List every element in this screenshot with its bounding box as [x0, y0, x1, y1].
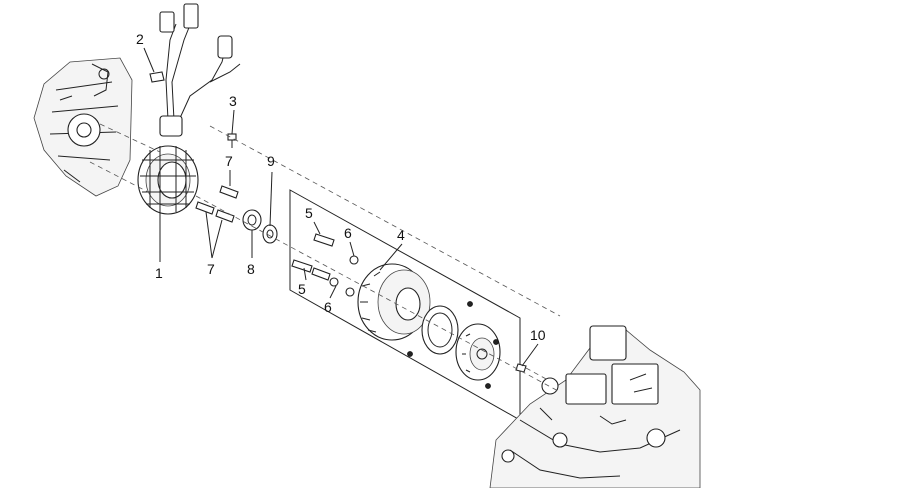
flywheel-rotor [357, 263, 431, 341]
reference-dots [407, 301, 499, 389]
part-10-key [515, 363, 527, 373]
gasket-ring [421, 305, 459, 355]
part-5-bolts [291, 233, 335, 281]
part-8-nut [242, 209, 262, 231]
label-7a: 7 [225, 153, 233, 169]
part-7-screws [195, 185, 239, 223]
part-2-clip [149, 71, 165, 83]
label-2: 2 [136, 31, 144, 47]
label-6a: 6 [344, 225, 352, 241]
label-9: 9 [267, 153, 275, 169]
label-8: 8 [247, 261, 255, 277]
label-7b: 7 [207, 261, 215, 277]
label-5a: 5 [305, 205, 313, 221]
label-5b: 5 [298, 281, 306, 297]
leader-lines [143, 47, 539, 367]
label-4: 4 [397, 227, 405, 243]
assembly-axis-lines [89, 123, 561, 393]
part-9-washer [262, 224, 278, 244]
label-3: 3 [229, 93, 237, 109]
part-6-washers [329, 255, 359, 297]
label-10: 10 [530, 327, 546, 343]
starter-gear-plate [455, 323, 501, 381]
label-6b: 6 [324, 299, 332, 315]
engine-block [489, 325, 701, 488]
stator-assembly [137, 3, 241, 215]
label-1: 1 [155, 265, 163, 281]
crankcase-cover [33, 57, 133, 197]
